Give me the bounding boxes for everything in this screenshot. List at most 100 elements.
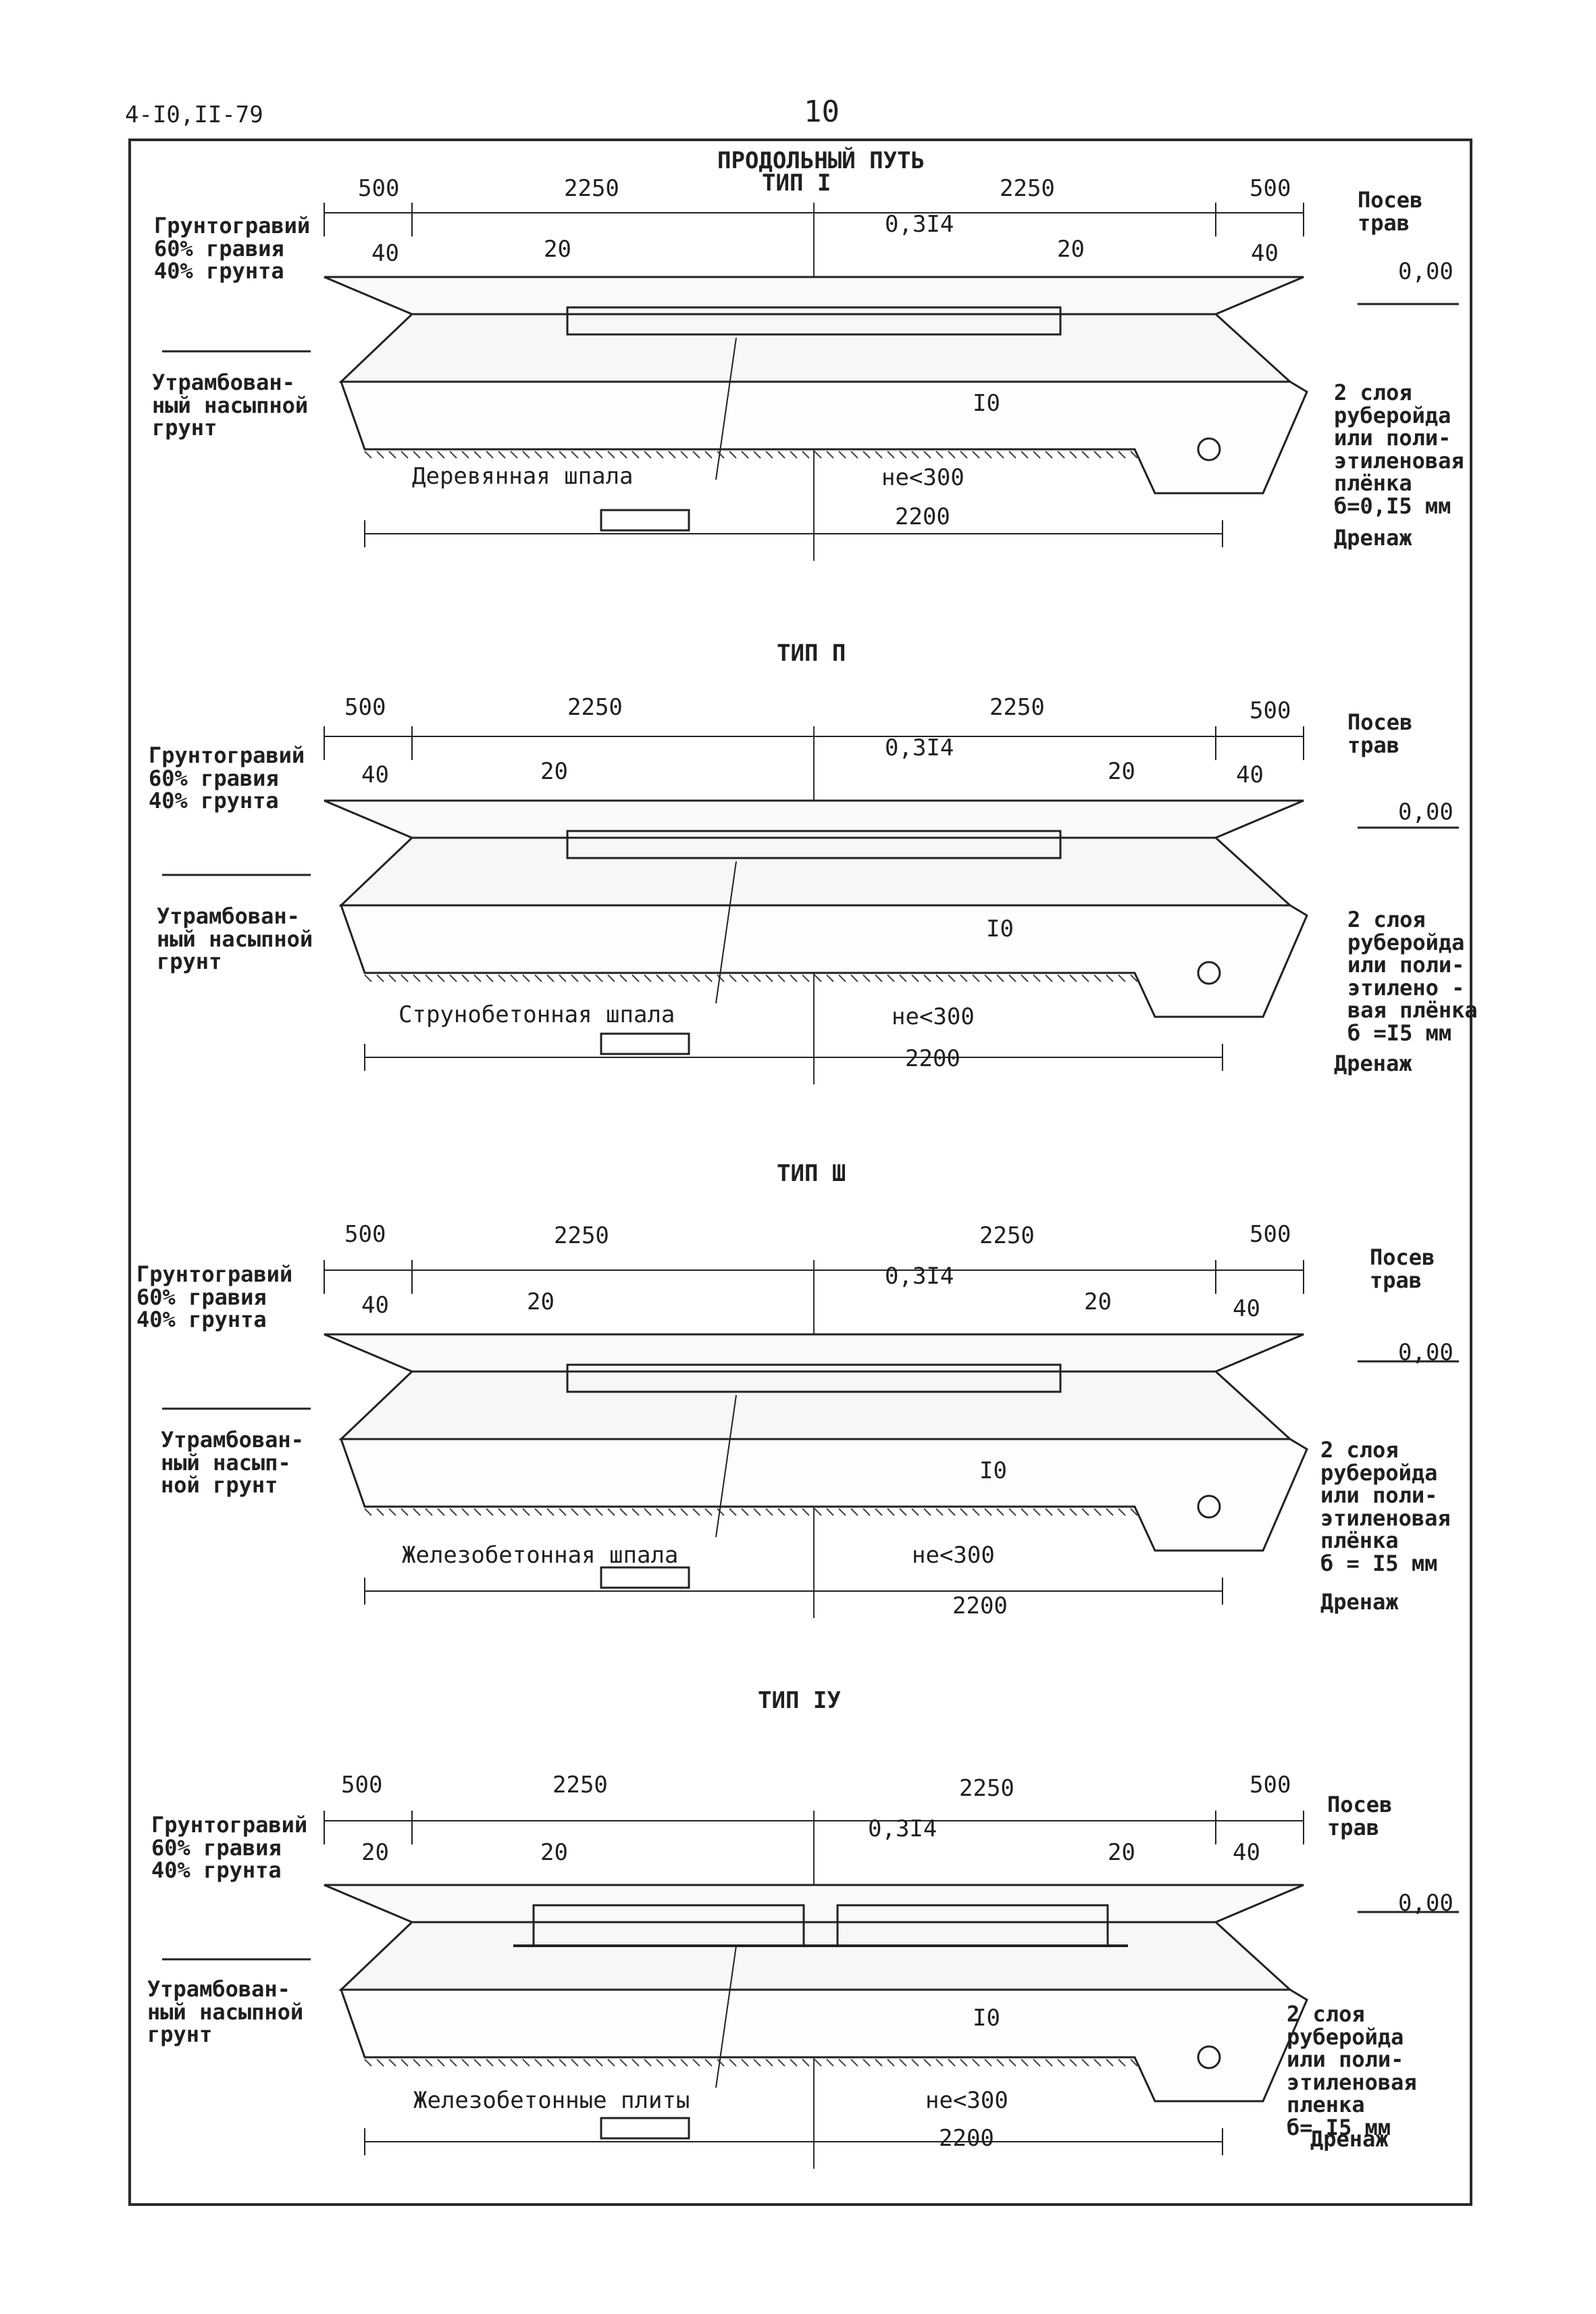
hatch-mark [401, 1508, 409, 1516]
hatch-mark [704, 451, 713, 459]
drain-pipe [1197, 437, 1221, 461]
hatch-mark [729, 974, 737, 982]
hatch-mark [644, 1508, 652, 1516]
hatch-mark [595, 2059, 603, 2067]
hatch-mark [923, 974, 931, 982]
ground-level-label: 0,00 [1398, 1339, 1453, 1366]
hatch-mark [632, 974, 640, 982]
hatch-mark [814, 1508, 822, 1516]
hatch-mark [668, 2059, 676, 2067]
hatch-mark [692, 974, 700, 982]
hatch-mark [425, 2059, 433, 2067]
gravel-note: Грунтогравий 60% гравия 40% грунта [151, 1812, 308, 1884]
hatch-mark [1021, 2059, 1029, 2067]
hatch-mark [449, 974, 457, 982]
hatch-mark [972, 451, 980, 459]
hatch-mark [656, 2059, 664, 2067]
section-marker [600, 2117, 690, 2140]
hatch-mark [522, 1508, 530, 1516]
hatch-mark [1057, 2059, 1065, 2067]
hatch-mark [875, 974, 883, 982]
leader-line [715, 1945, 737, 2088]
page-number: 10 [804, 95, 840, 129]
hatch-mark [1093, 2059, 1102, 2067]
cross-section: ТИП I 500 2250 2250 500 0,3I4 40 40 20 2… [0, 162, 1596, 703]
sleeper-label: Струнобетонная шпала [398, 1001, 675, 1028]
hatch-mark [790, 974, 798, 982]
hatch-mark [741, 974, 749, 982]
hatch-mark [692, 2059, 700, 2067]
hatch-mark [960, 451, 968, 459]
hatch-mark [498, 451, 506, 459]
slope-right-label: 40 [1251, 240, 1279, 267]
hatch-mark [850, 2059, 858, 2067]
hatch-mark [948, 1508, 956, 1516]
hatch-mark [498, 1508, 506, 1516]
hatch-mark [717, 451, 725, 459]
hatch-mark [498, 2059, 506, 2067]
gravel-note: Грунтогравий 60% гравия 40% грунта [154, 213, 311, 284]
hatch-mark [1008, 1508, 1016, 1516]
drain-pipe [1197, 2045, 1221, 2069]
section-marker [600, 509, 690, 532]
layer-marker: I0 [986, 915, 1014, 942]
hatch-mark [376, 1508, 384, 1516]
hatch-mark [546, 974, 555, 982]
base-layer [338, 313, 1293, 383]
hatch-mark [413, 974, 421, 982]
hatch-mark [984, 974, 992, 982]
hatch-mark [826, 451, 834, 459]
drain-pipe [1197, 1494, 1221, 1519]
cross-section: ТИП П 500 2250 2250 500 0,3I4 40 40 20 2… [0, 642, 1596, 1182]
hatch-mark [984, 451, 992, 459]
hatch-mark [401, 451, 409, 459]
ground-level-label: 0,00 [1398, 799, 1453, 826]
hatch-mark [935, 974, 944, 982]
hatch-mark [486, 1508, 494, 1516]
hatch-mark [413, 2059, 421, 2067]
hatch-mark [1008, 2059, 1016, 2067]
min-dim-label: не<300 [892, 1003, 975, 1030]
section-marker [600, 1566, 690, 1589]
hatch-mark [595, 974, 603, 982]
gravel-layer [324, 799, 1304, 839]
ground-note: Утрамбован- ный насыпной грунт [147, 1976, 304, 2048]
hatch-mark [680, 451, 688, 459]
hatch-mark [1093, 451, 1102, 459]
hatch-mark [1106, 2059, 1114, 2067]
dim-inner-right: 2250 [989, 694, 1045, 721]
hatch-mark [376, 2059, 384, 2067]
hatch-mark [923, 451, 931, 459]
hatch-mark [522, 2059, 530, 2067]
hatch-mark [777, 974, 786, 982]
hatch-mark [583, 2059, 591, 2067]
hatch-mark [826, 2059, 834, 2067]
hatch-mark [777, 1508, 786, 1516]
hatch-mark [899, 451, 907, 459]
hatch-mark [1118, 1508, 1126, 1516]
hatch-mark [413, 1508, 421, 1516]
hatch-mark [814, 2059, 822, 2067]
hatch-mark [437, 974, 445, 982]
hatch-mark [692, 1508, 700, 1516]
hatch-mark [911, 974, 919, 982]
subgrade-layer [339, 1438, 1308, 1552]
hatch-mark [802, 1508, 810, 1516]
fall-right-label: 20 [1057, 236, 1085, 263]
hatch-mark [668, 1508, 676, 1516]
hatch-mark [644, 2059, 652, 2067]
hatch-mark [753, 974, 761, 982]
hatch-mark [1069, 974, 1077, 982]
hatch-mark [887, 1508, 895, 1516]
hatch-mark [838, 1508, 846, 1516]
hatch-mark [972, 974, 980, 982]
hatch-mark [680, 2059, 688, 2067]
ground-note: Утрамбован- ный насыпной грунт [157, 903, 313, 975]
hatch-mark [534, 1508, 542, 1516]
document-code: 4-I0,II-79 [125, 101, 263, 128]
hatch-mark [729, 451, 737, 459]
hatch-mark [1106, 1508, 1114, 1516]
hatch-mark [364, 1508, 372, 1516]
hatch-mark [473, 1508, 482, 1516]
hatch-mark [571, 1508, 579, 1516]
